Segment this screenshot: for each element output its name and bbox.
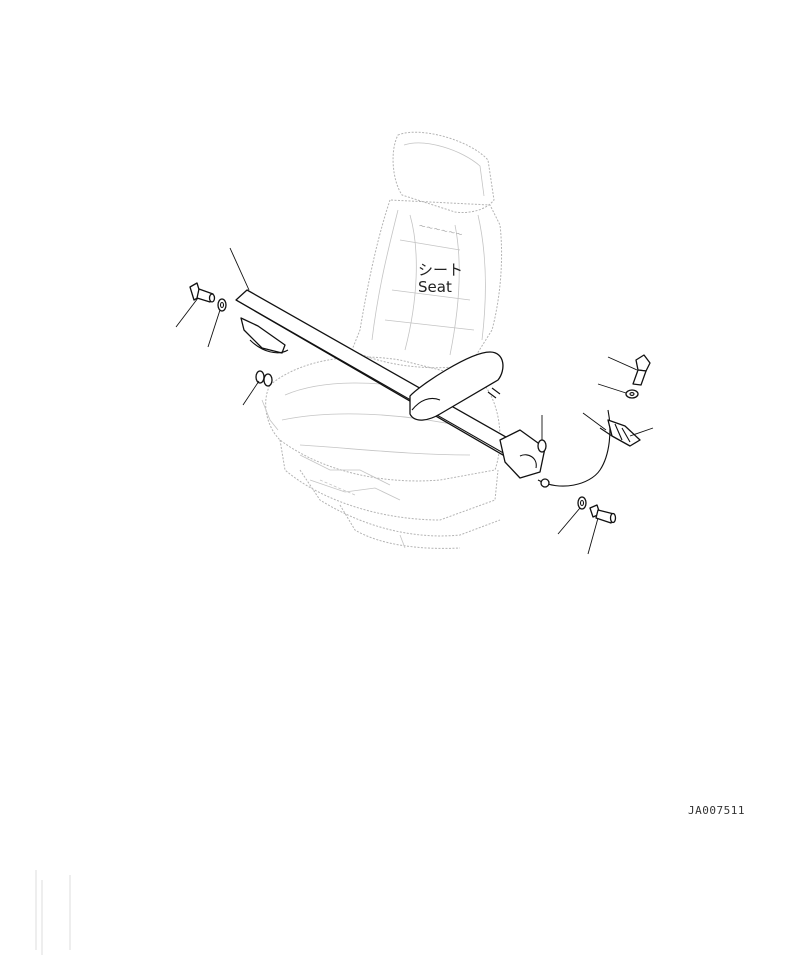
connector-clip xyxy=(599,419,641,447)
bolt-upper-right xyxy=(632,354,651,386)
seat-label-en: Seat xyxy=(418,278,452,296)
bolt-lower-right xyxy=(589,504,617,524)
seat-label-jp: シート xyxy=(418,261,463,279)
nut-right xyxy=(537,439,547,453)
drawing-reference-number: JA007511 xyxy=(688,804,745,817)
washer-upper-right xyxy=(625,389,639,399)
nut-pair xyxy=(255,370,273,387)
switch-cable xyxy=(537,409,611,488)
armrest-bar xyxy=(235,289,546,479)
washer-lower-right xyxy=(577,496,587,510)
scan-artifact xyxy=(35,870,71,955)
bolt-left xyxy=(189,282,216,303)
seat-phantom-outline: ~~~~~~ xyxy=(261,131,503,549)
svg-text:~~~~~~: ~~~~~~ xyxy=(417,221,463,240)
leader-lines xyxy=(175,247,654,555)
washer-left xyxy=(217,298,227,312)
